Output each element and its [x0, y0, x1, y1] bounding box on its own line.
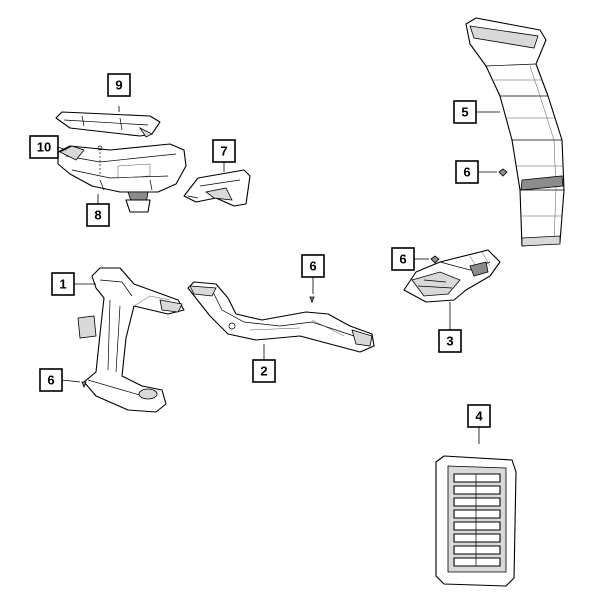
callout-9: 9	[107, 73, 131, 97]
callout-1: 1	[51, 272, 75, 296]
part-6-fasteners	[81, 168, 508, 389]
callout-2-label: 2	[260, 364, 267, 379]
part-9-cover	[55, 111, 161, 138]
callout-6-left-duct: 6	[39, 368, 63, 392]
callout-8-label: 8	[94, 208, 101, 223]
part-1-left-duct	[77, 267, 185, 413]
callout-10: 10	[29, 135, 59, 159]
part-3-vent	[403, 249, 501, 303]
callout-2: 2	[252, 359, 276, 383]
part-5-tall-duct	[465, 17, 565, 247]
part-8-housing	[57, 143, 187, 213]
part-7-bracket	[183, 169, 251, 207]
callout-5: 5	[453, 100, 477, 124]
callout-6-right-duct: 6	[455, 160, 479, 184]
leader-lines	[57, 106, 500, 444]
callout-9-label: 9	[115, 78, 122, 93]
callout-8: 8	[86, 203, 110, 227]
callout-3-label: 3	[446, 334, 453, 349]
callout-4: 4	[467, 404, 491, 428]
callout-6-vent-label: 6	[399, 252, 406, 267]
callout-4-label: 4	[475, 409, 483, 424]
callout-10-label: 10	[37, 140, 51, 155]
grille-louvers	[453, 473, 501, 567]
callout-6-middle-duct-label: 6	[309, 259, 316, 274]
callout-7: 7	[212, 139, 236, 163]
callout-7-label: 7	[220, 144, 227, 159]
part-4-grille	[435, 455, 517, 587]
callout-5-label: 5	[461, 105, 468, 120]
callout-6-left-duct-label: 6	[47, 373, 54, 388]
callout-6-middle-duct: 6	[301, 254, 325, 278]
callout-6-vent: 6	[391, 247, 415, 271]
callout-1-label: 1	[59, 277, 66, 292]
callout-3: 3	[438, 329, 462, 353]
part-2-middle-duct	[187, 281, 375, 353]
callout-6-right-duct-label: 6	[463, 165, 470, 180]
